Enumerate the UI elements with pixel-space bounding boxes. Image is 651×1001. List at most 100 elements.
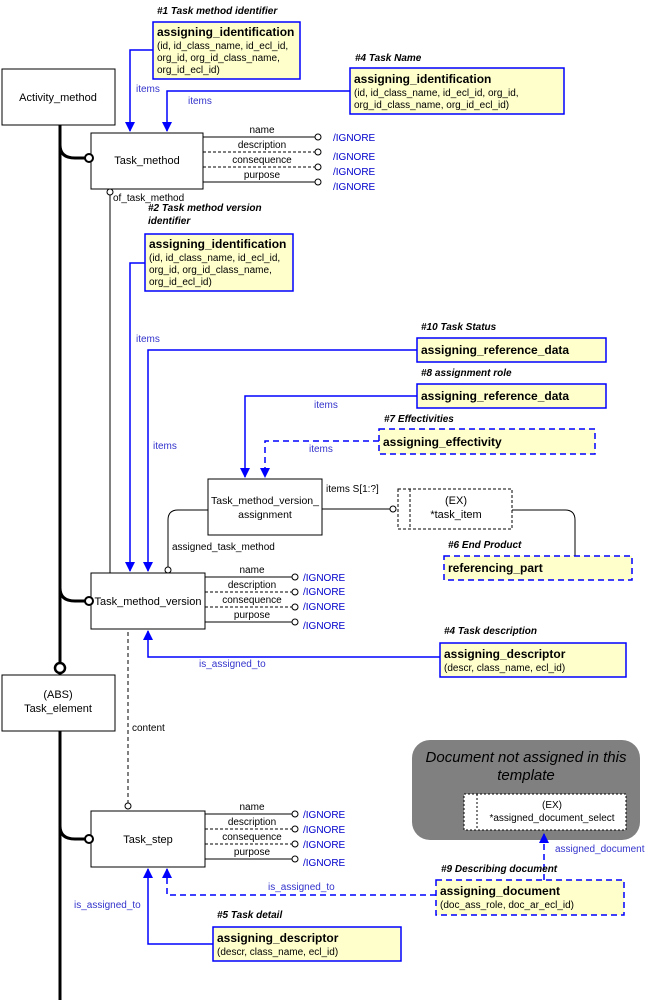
ignore-label: /IGNORE	[303, 621, 346, 632]
ignore-label: /IGNORE	[303, 825, 346, 836]
svg-text:(id, id_class_name, id_ecl_id,: (id, id_class_name, id_ecl_id, org_id,	[354, 88, 519, 99]
blue-relations	[125, 49, 549, 945]
template-assignment-role: assigning_reference_data	[416, 383, 607, 409]
svg-text:org_id, org_id_class_name,: org_id, org_id_class_name,	[157, 53, 280, 64]
svg-text:Task_method: Task_method	[114, 155, 179, 167]
blue-labels: items items items items items items is_a…	[74, 84, 645, 911]
header-describing-document: #9 Describing document	[441, 864, 558, 875]
svg-text:assigning_descriptor: assigning_descriptor	[444, 647, 566, 661]
items-label: items	[188, 96, 212, 107]
svg-text:Activity_method: Activity_method	[19, 92, 97, 104]
task-method-version-attributes: name description consequence purpose /IG…	[205, 565, 346, 632]
ignore-label: /IGNORE	[333, 152, 376, 163]
attr-name-label: name	[239, 565, 264, 576]
header-effectivities: #7 Effectivities	[384, 414, 454, 425]
ignore-label: /IGNORE	[303, 587, 346, 598]
svg-text:assignment: assignment	[238, 509, 292, 521]
svg-text:Task_step: Task_step	[123, 834, 173, 846]
attr-consequence-label: consequence	[232, 155, 292, 166]
header-assignment-role: #8 assignment role	[421, 368, 512, 379]
attr-purpose-label: purpose	[244, 170, 281, 181]
attr-name-label: name	[239, 802, 264, 813]
items-set-label: items S[1:?]	[326, 484, 379, 495]
ignore-label: /IGNORE	[303, 858, 346, 869]
svg-text:assigning_document: assigning_document	[440, 884, 560, 898]
ignore-label: /IGNORE	[333, 133, 376, 144]
attr-consequence-label: consequence	[222, 832, 282, 843]
header-version-identifier-1: #2 Task method version	[148, 203, 262, 214]
items-method-id-line	[125, 49, 153, 132]
header-task-name: #4 Task Name	[355, 53, 422, 64]
items-label: items	[136, 334, 160, 345]
subtype-step	[58, 825, 85, 841]
template-effectivity: assigning_effectivity	[378, 428, 596, 455]
header-end-product: #6 End Product	[448, 540, 522, 551]
svg-text:Task_method_version: Task_method_version	[94, 596, 201, 608]
header-task-description: #4 Task description	[444, 626, 537, 637]
items-role-line	[240, 395, 417, 478]
ignore-label: /IGNORE	[303, 810, 346, 821]
items-version-id-line	[125, 262, 145, 572]
end-product-line	[512, 509, 576, 556]
svg-text:(descr, class_name, ecl_id): (descr, class_name, ecl_id)	[217, 947, 338, 958]
template-end-product: referencing_part	[443, 555, 633, 581]
svg-text:assigning_effectivity: assigning_effectivity	[383, 435, 502, 449]
items-label: items	[309, 444, 333, 455]
attr-name-label: name	[249, 125, 274, 136]
svg-text:org_id, org_id_class_name,: org_id, org_id_class_name,	[149, 265, 272, 276]
items-label: items	[136, 84, 160, 95]
template-task-name: assigning_identification (id, id_class_n…	[349, 67, 565, 115]
svg-text:Task_method_version_: Task_method_version_	[211, 495, 319, 507]
items-task-name-line	[162, 90, 350, 132]
entity-task-step: Task_step	[90, 810, 206, 868]
template-task-description: assigning_descriptor (descr, class_name,…	[439, 642, 627, 678]
note-line-2: template	[497, 767, 555, 784]
template-version-identification: assigning_identification (id, id_class_n…	[144, 233, 294, 292]
is-assigned-to-label: is_assigned_to	[74, 900, 141, 911]
task-method-attributes: name description consequence purpose /IG…	[203, 125, 376, 193]
attr-purpose-label: purpose	[234, 847, 271, 858]
items-label: items	[314, 400, 338, 411]
ignore-label: /IGNORE	[303, 840, 346, 851]
svg-text:(id, id_class_name, id_ecl_id,: (id, id_class_name, id_ecl_id,	[157, 41, 288, 52]
attr-purpose-label: purpose	[234, 610, 271, 621]
ignore-label: /IGNORE	[303, 602, 346, 613]
note-line-1: Document not assigned in this	[426, 749, 627, 766]
is-assigned-to-label: is_assigned_to	[268, 882, 335, 893]
items-label: items	[153, 441, 177, 452]
svg-text:assigning_identification: assigning_identification	[157, 25, 294, 39]
assigned-task-method-label: assigned_task_method	[172, 542, 275, 553]
svg-text:assigning_descriptor: assigning_descriptor	[217, 931, 339, 945]
svg-text:org_id_ecl_id): org_id_ecl_id)	[149, 277, 212, 288]
is-assigned-to-detail-line	[143, 868, 213, 945]
entity-task-method: Task_method	[90, 132, 204, 190]
assigned-task-method-line	[167, 509, 208, 568]
svg-text:(id, id_class_name, id_ecl_id,: (id, id_class_name, id_ecl_id,	[149, 253, 280, 264]
attr-description-label: description	[238, 140, 286, 151]
assigned-document-label: assigned_document	[555, 844, 645, 855]
entity-activity-method: Activity_method	[1, 68, 116, 126]
svg-text:assigning_identification: assigning_identification	[354, 72, 491, 86]
ex-document-line-2: *assigned_document_select	[489, 813, 614, 824]
svg-text:org_id_class_name, org_id_ecl_: org_id_class_name, org_id_ecl_id)	[354, 100, 509, 111]
ignore-label: /IGNORE	[333, 182, 376, 193]
header-task-method-identifier: #1 Task method identifier	[157, 6, 278, 17]
template-task-status: assigning_reference_data	[416, 337, 607, 363]
subtype-version	[58, 587, 85, 603]
ignore-label: /IGNORE	[333, 167, 376, 178]
ex-document-line-1: (EX)	[542, 800, 562, 811]
template-headers: #1 Task method identifier #4 Task Name #…	[148, 6, 558, 921]
svg-text:(ABS): (ABS)	[43, 689, 72, 701]
items-status-line	[143, 349, 417, 572]
header-version-identifier-2: identifier	[148, 216, 191, 227]
svg-text:Task_element: Task_element	[24, 703, 92, 715]
template-note: Document not assigned in this template (…	[412, 740, 640, 840]
svg-text:*task_item: *task_item	[430, 509, 481, 521]
task-step-attributes: name description consequence purpose /IG…	[205, 802, 346, 869]
black-labels: of_task_method items S[1:?] assigned_tas…	[113, 193, 379, 734]
subtype-task-method	[58, 144, 85, 160]
svg-text:assigning_reference_data: assigning_reference_data	[421, 389, 569, 403]
attr-consequence-label: consequence	[222, 595, 282, 606]
entity-task-element: (ABS) Task_element	[1, 674, 116, 732]
items-effectivity-line	[260, 440, 379, 478]
